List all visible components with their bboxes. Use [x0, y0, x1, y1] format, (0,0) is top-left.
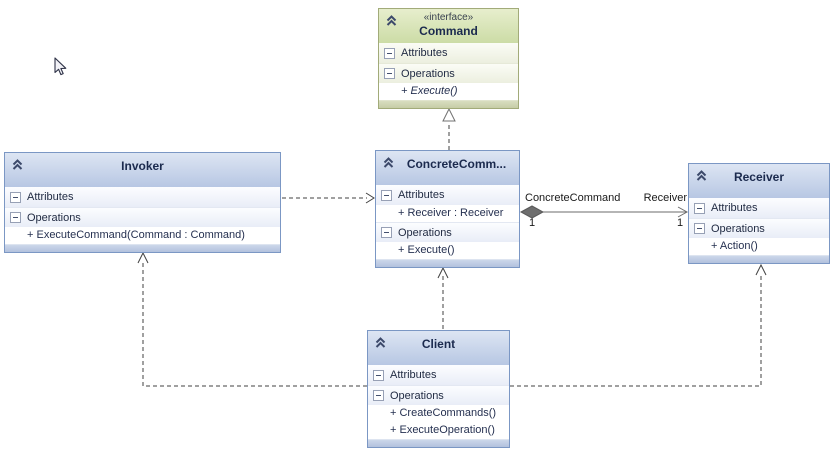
operations-label: Operations	[390, 389, 444, 402]
attributes-compartment[interactable]: Attributes	[376, 185, 519, 205]
expander-minus-icon[interactable]	[694, 223, 705, 234]
operations-compartment[interactable]: Operations	[689, 218, 829, 238]
operation-item[interactable]: + ExecuteCommand(Command : Command)	[5, 227, 280, 244]
aggregation-target-multiplicity: 1	[677, 217, 684, 229]
collapse-chevron-icon[interactable]	[695, 169, 708, 182]
expander-minus-icon[interactable]	[384, 47, 395, 59]
attributes-compartment[interactable]: Attributes	[368, 365, 509, 385]
class-invoker[interactable]: Invoker Attributes Operations + ExecuteC…	[4, 152, 281, 253]
class-footer	[379, 100, 518, 108]
attributes-label: Attributes	[711, 202, 758, 214]
class-footer	[368, 439, 509, 447]
expander-minus-icon[interactable]	[381, 189, 392, 201]
expander-minus-icon[interactable]	[384, 68, 395, 79]
class-footer	[689, 255, 829, 263]
aggregation-source-multiplicity: 1	[529, 217, 536, 229]
attributes-compartment[interactable]: Attributes	[379, 43, 518, 63]
realization-concretecommand-command-connector[interactable]	[442, 107, 456, 150]
dependency-client-invoker-connector[interactable]	[137, 251, 367, 387]
aggregation-target-role-label: Receiver	[643, 192, 687, 204]
operation-item[interactable]: + ExecuteOperation()	[368, 422, 509, 439]
operations-compartment[interactable]: Operations	[376, 222, 519, 242]
operation-item[interactable]: + Execute()	[379, 83, 518, 100]
operations-compartment[interactable]: Operations	[5, 207, 280, 227]
collapse-chevron-icon[interactable]	[385, 14, 398, 27]
collapse-chevron-icon[interactable]	[374, 336, 387, 349]
operations-label: Operations	[398, 226, 452, 239]
dependency-invoker-concretecommand-connector[interactable]	[282, 192, 375, 204]
class-footer	[376, 259, 519, 267]
class-invoker-header[interactable]: Invoker	[5, 153, 280, 187]
operation-item[interactable]: + CreateCommands()	[368, 405, 509, 422]
class-title: ConcreteComm...	[406, 157, 507, 171]
operations-label: Operations	[711, 222, 765, 235]
dependency-client-receiver-connector[interactable]	[510, 263, 767, 387]
class-footer	[5, 244, 280, 252]
class-concretecommand[interactable]: ConcreteComm... Attributes + Receiver : …	[375, 150, 520, 268]
expander-minus-icon[interactable]	[10, 191, 21, 203]
operations-compartment[interactable]: Operations	[379, 63, 518, 83]
attributes-compartment[interactable]: Attributes	[5, 187, 280, 207]
class-client-header[interactable]: Client	[368, 331, 509, 365]
class-concretecommand-header[interactable]: ConcreteComm...	[376, 151, 519, 185]
class-title: Command	[419, 24, 478, 38]
class-command[interactable]: «interface» Command Attributes Operation…	[378, 8, 519, 109]
dependency-client-concretecommand-connector[interactable]	[437, 266, 449, 329]
expander-minus-icon[interactable]	[10, 212, 21, 223]
mouse-cursor-icon	[54, 57, 67, 76]
attributes-label: Attributes	[390, 369, 437, 381]
attribute-item[interactable]: + Receiver : Receiver	[376, 205, 519, 222]
expander-minus-icon[interactable]	[381, 227, 392, 238]
class-command-header[interactable]: «interface» Command	[379, 9, 518, 43]
attributes-label: Attributes	[398, 189, 445, 201]
class-title: Client	[421, 337, 456, 351]
attributes-compartment[interactable]: Attributes	[689, 198, 829, 218]
collapse-chevron-icon[interactable]	[11, 158, 24, 171]
class-title: Invoker	[121, 159, 164, 173]
attributes-label: Attributes	[27, 191, 74, 203]
class-receiver[interactable]: Receiver Attributes Operations + Action(…	[688, 163, 830, 264]
operations-compartment[interactable]: Operations	[368, 385, 509, 405]
operation-item[interactable]: + Action()	[689, 238, 829, 255]
class-title: Receiver	[733, 170, 785, 184]
expander-minus-icon[interactable]	[373, 369, 384, 381]
operations-label: Operations	[27, 211, 81, 224]
stereotype-label: «interface»	[423, 12, 474, 23]
expander-minus-icon[interactable]	[694, 202, 705, 214]
attributes-label: Attributes	[401, 47, 448, 59]
operations-label: Operations	[401, 67, 455, 80]
expander-minus-icon[interactable]	[373, 390, 384, 401]
class-client[interactable]: Client Attributes Operations + CreateCom…	[367, 330, 510, 448]
class-receiver-header[interactable]: Receiver	[689, 164, 829, 198]
collapse-chevron-icon[interactable]	[382, 156, 395, 169]
aggregation-source-role-label: ConcreteCommand	[525, 192, 621, 204]
aggregation-concretecommand-receiver-connector[interactable]	[519, 205, 689, 219]
operation-item[interactable]: + Execute()	[376, 242, 519, 259]
